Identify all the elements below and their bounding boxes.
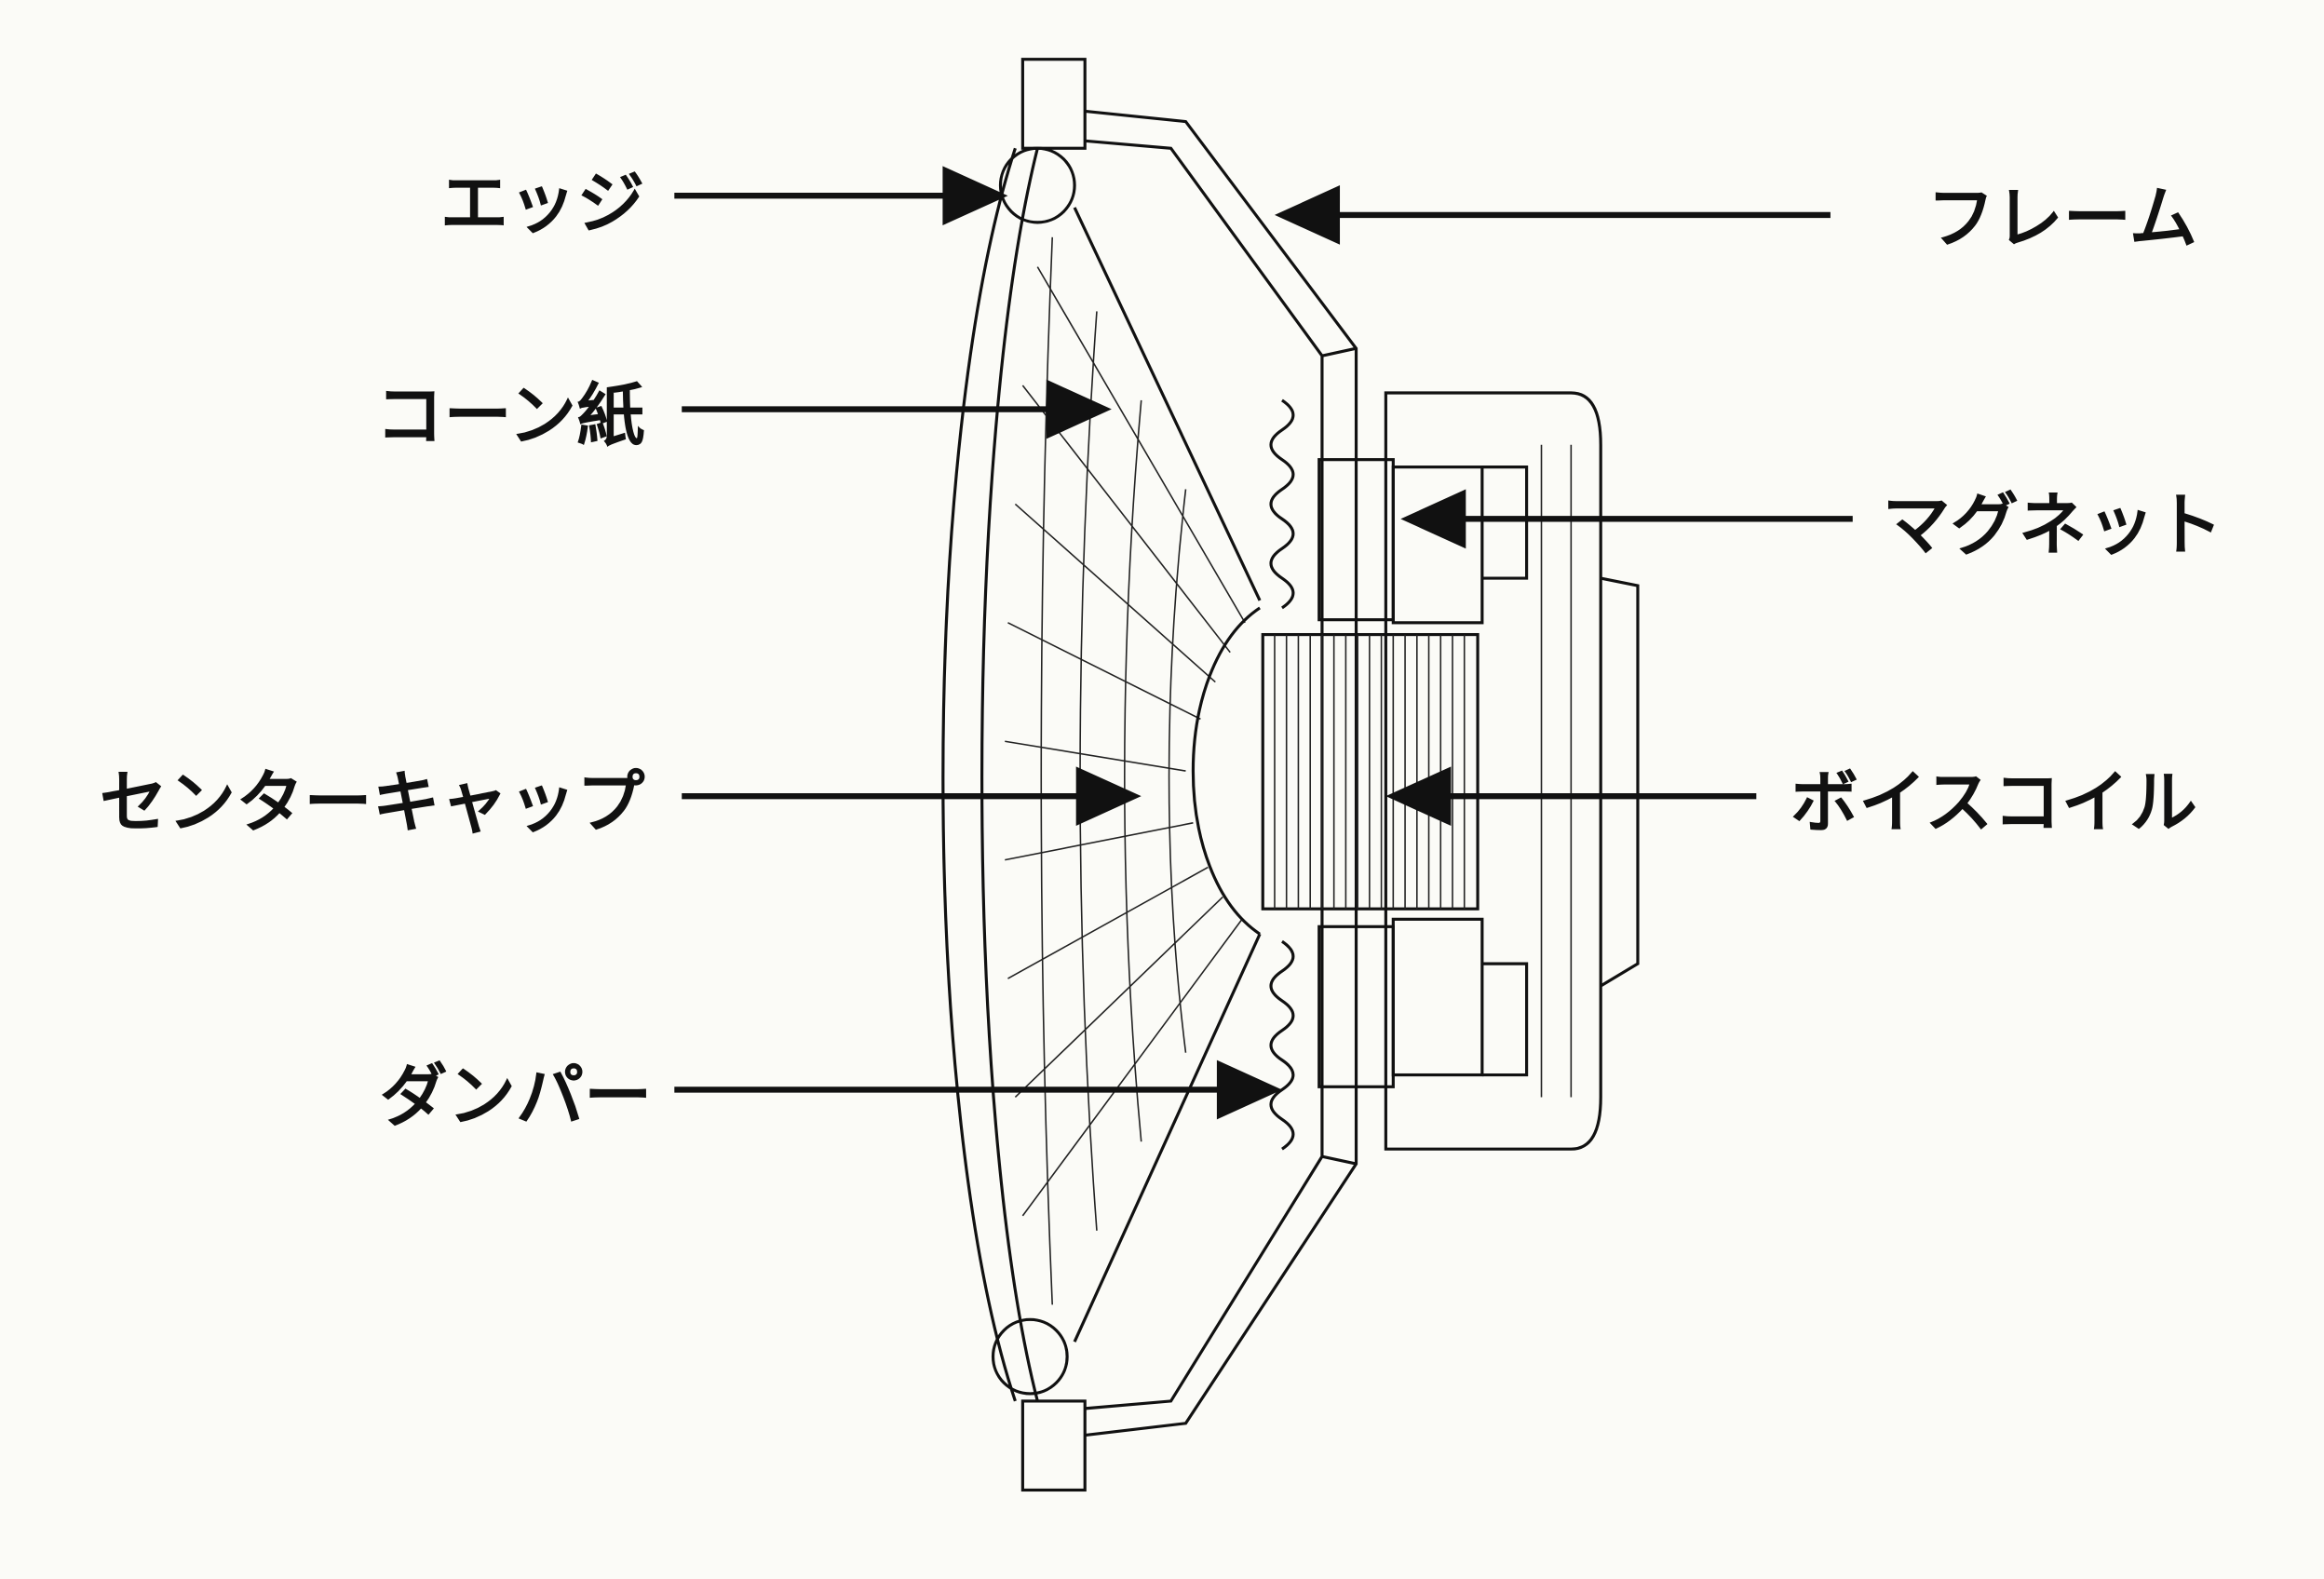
- speaker-illustration: [941, 58, 1640, 1492]
- label-cone: コーン紙: [375, 376, 644, 455]
- rim-bottom: [1020, 1399, 1087, 1492]
- label-damper: ダンパー: [380, 1057, 653, 1136]
- edge-bottom: [991, 1317, 1069, 1396]
- cone: [941, 147, 1262, 1402]
- leader-arrows: [674, 166, 1853, 1120]
- rim-top: [1020, 58, 1087, 150]
- damper: [1269, 398, 1295, 1151]
- label-magnet: マグネット: [1883, 486, 2223, 565]
- label-edge: エッジ: [440, 165, 645, 244]
- label-center-cap: センターキャップ: [100, 763, 645, 843]
- voice-coil: [1261, 632, 1480, 911]
- label-voice-coil: ボイスコイル: [1790, 763, 2197, 843]
- frame: [1085, 109, 1358, 1437]
- center-cap: [1191, 606, 1261, 936]
- edge-top: [998, 146, 1076, 224]
- magnet: [1317, 391, 1640, 1151]
- label-frame: フレーム: [1926, 180, 2197, 259]
